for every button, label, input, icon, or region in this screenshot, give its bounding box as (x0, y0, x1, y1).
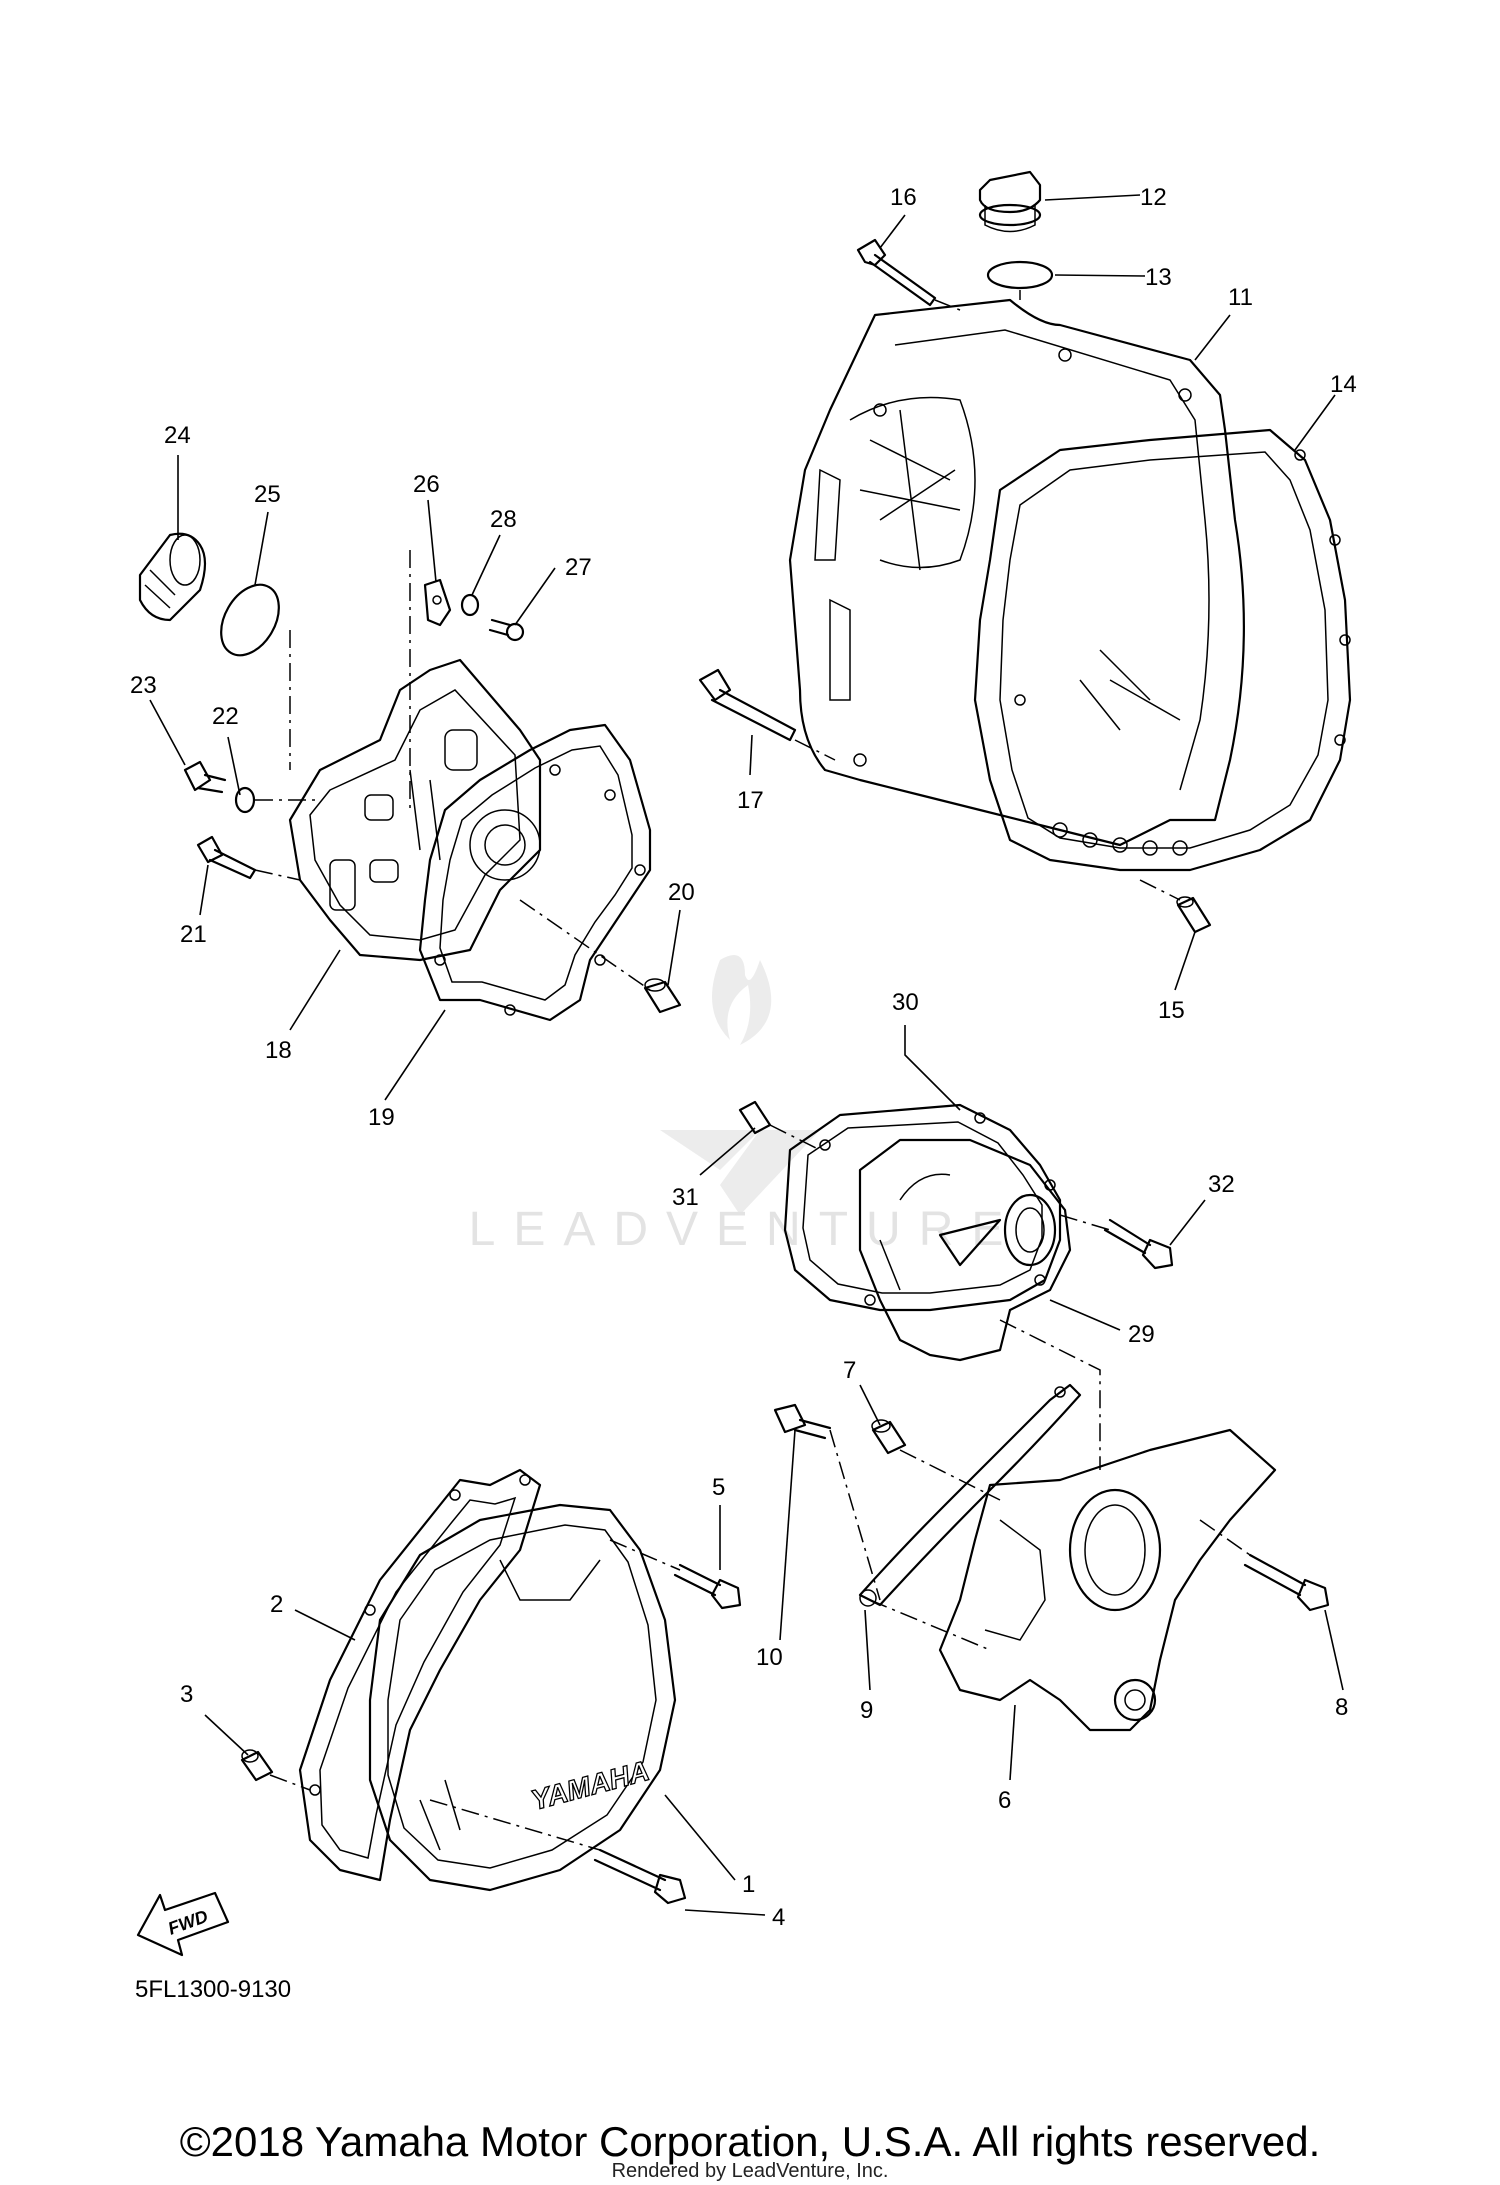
bolt-5 (673, 1563, 742, 1610)
plug-24 (138, 532, 207, 622)
svg-text:YAMAHA: YAMAHA (528, 1755, 653, 1816)
guide-9 (858, 1383, 1082, 1607)
bolt-4 (593, 1848, 687, 1905)
callout-29: 29 (1128, 1321, 1155, 1348)
bolt-16 (856, 238, 937, 307)
clutch-cover-11 (788, 298, 1245, 847)
gasket-14 (973, 428, 1352, 872)
callout-5: 5 (712, 1474, 725, 1501)
watermark-text: LEADVENTURE (469, 1203, 1022, 1256)
callout-32: 32 (1208, 1171, 1235, 1198)
fwd-arrow-icon: FWD (136, 1891, 230, 1957)
callout-6: 6 (998, 1787, 1011, 1814)
callout-13: 13 (1145, 264, 1172, 291)
callout-18: 18 (265, 1037, 292, 1064)
fwd-label: FWD (165, 1906, 210, 1939)
dowel-20 (643, 978, 682, 1014)
yamaha-logo: YAMAHA (527, 1754, 653, 1817)
callout-16: 16 (890, 184, 917, 211)
callout-3: 3 (180, 1681, 193, 1708)
callout-26: 26 (413, 471, 440, 498)
bolt-32 (1103, 1218, 1174, 1270)
cover-1: YAMAHA (368, 1503, 677, 1892)
copyright-notice: ©2018 Yamaha Motor Corporation, U.S.A. A… (179, 2118, 1321, 2165)
gasket-19 (418, 723, 652, 1022)
gasket-2 (298, 1468, 542, 1882)
filler-cap-12 (978, 170, 1042, 233)
washer-28 (460, 593, 480, 617)
leader-lines (149, 194, 1344, 1916)
callout-19: 19 (368, 1104, 395, 1131)
diagram-code: 5FL1300-9130 (135, 1976, 291, 2003)
callout-30: 30 (892, 989, 919, 1016)
cover-18 (288, 658, 542, 962)
callout-25: 25 (254, 481, 281, 508)
callout-24: 24 (164, 422, 191, 449)
callout-21: 21 (180, 921, 207, 948)
callout-15: 15 (1158, 997, 1185, 1024)
cover-29 (858, 1138, 1072, 1362)
callout-12: 12 (1140, 184, 1167, 211)
bolt-17 (698, 668, 797, 742)
bracket-6 (938, 1428, 1277, 1732)
callout-27: 27 (565, 554, 592, 581)
callout-14: 14 (1330, 371, 1357, 398)
bolt-23 (183, 760, 227, 794)
callout-8: 8 (1335, 1694, 1348, 1721)
callout-11: 11 (1228, 284, 1253, 311)
callout-31: 31 (672, 1184, 699, 1211)
callout-20: 20 (668, 879, 695, 906)
clamp-26 (423, 578, 452, 627)
bolt-21 (196, 835, 257, 880)
callout-28: 28 (490, 506, 517, 533)
callout-4: 4 (772, 1904, 785, 1931)
callout-9: 9 (860, 1697, 873, 1724)
spacer-7 (871, 1419, 907, 1455)
callout-7: 7 (843, 1357, 856, 1384)
rendered-by-note: Rendered by LeadVenture, Inc. (611, 2160, 889, 2182)
callout-10: 10 (756, 1644, 783, 1671)
callout-17: 17 (737, 787, 764, 814)
dowel-15 (1176, 896, 1212, 934)
o-ring-13 (986, 260, 1054, 290)
screw-27 (488, 618, 525, 642)
callout-2: 2 (270, 1591, 283, 1618)
bolt-8 (1243, 1553, 1330, 1612)
watermark: LEADVENTURE (469, 955, 1022, 1256)
washer-22 (234, 786, 256, 814)
gasket-30 (783, 1103, 1062, 1312)
callout-1: 1 (742, 1871, 755, 1898)
callout-22: 22 (212, 703, 239, 730)
callout-numbers: 1 2 3 4 5 6 7 8 9 10 11 12 13 14 15 16 1… (130, 184, 1357, 1931)
o-ring-25 (220, 583, 280, 657)
bolt-10 (773, 1403, 832, 1440)
dowel-3 (240, 1749, 274, 1782)
callout-23: 23 (130, 672, 157, 699)
